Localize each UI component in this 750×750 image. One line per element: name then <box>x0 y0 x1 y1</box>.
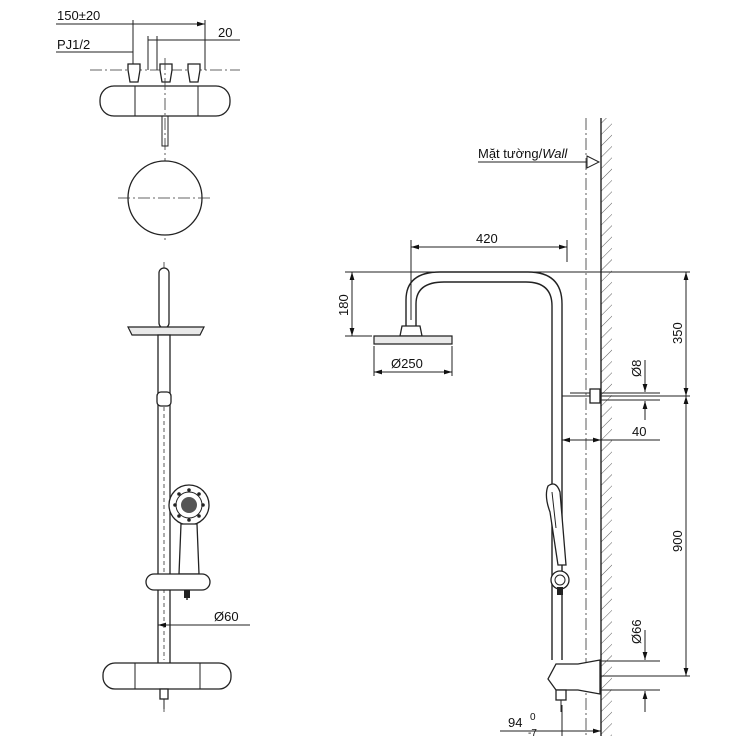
middle-outlet-fitting <box>159 63 173 83</box>
wall-hatch <box>601 118 612 736</box>
wall-bracket <box>589 388 601 404</box>
shower-head-side <box>373 335 453 345</box>
dim-label-350: 350 <box>670 322 685 344</box>
slider-holder-front <box>145 573 211 591</box>
dim-label-250: Ø250 <box>391 356 423 371</box>
dim-label-180: 180 <box>336 294 351 316</box>
dim-label-420: 420 <box>476 231 498 246</box>
slide-joint-front <box>156 391 172 407</box>
dim-label-pj: PJ1/2 <box>57 37 90 52</box>
right-inlet-fitting <box>187 63 201 83</box>
dim-label-900: 900 <box>670 530 685 552</box>
front-view-column: Ø60 <box>102 262 250 712</box>
dim-label-40: 40 <box>632 424 646 439</box>
left-inlet-fitting <box>127 63 141 83</box>
slider-holder-side <box>550 570 570 590</box>
dim-label-94-lower: -7 <box>528 728 537 739</box>
hand-shower-front <box>168 484 210 575</box>
dim-label-66: Ø66 <box>629 619 644 644</box>
riser-pipe-inner <box>415 281 553 660</box>
wall-label: Mặt tường/Wall <box>478 146 568 161</box>
hand-shower-side <box>545 483 567 566</box>
dim-label-94: 94 <box>508 715 522 730</box>
dim-label-20: 20 <box>218 25 232 40</box>
dim-label-60: Ø60 <box>214 609 239 624</box>
dim-label-8: Ø8 <box>629 360 644 377</box>
mixer-body-front <box>102 662 232 690</box>
top-view-mixer: 150±20 PJ1/2 20 <box>56 8 240 240</box>
dim-label-94-upper: 0 <box>530 712 536 723</box>
riser-pipe-outer <box>405 271 563 660</box>
side-view-column: Mặt tường/Wall 420 180 Ø250 350 <box>336 118 690 739</box>
dim-label-150: 150±20 <box>57 8 100 23</box>
shower-head-front <box>127 326 205 336</box>
mixer-side <box>547 659 601 695</box>
